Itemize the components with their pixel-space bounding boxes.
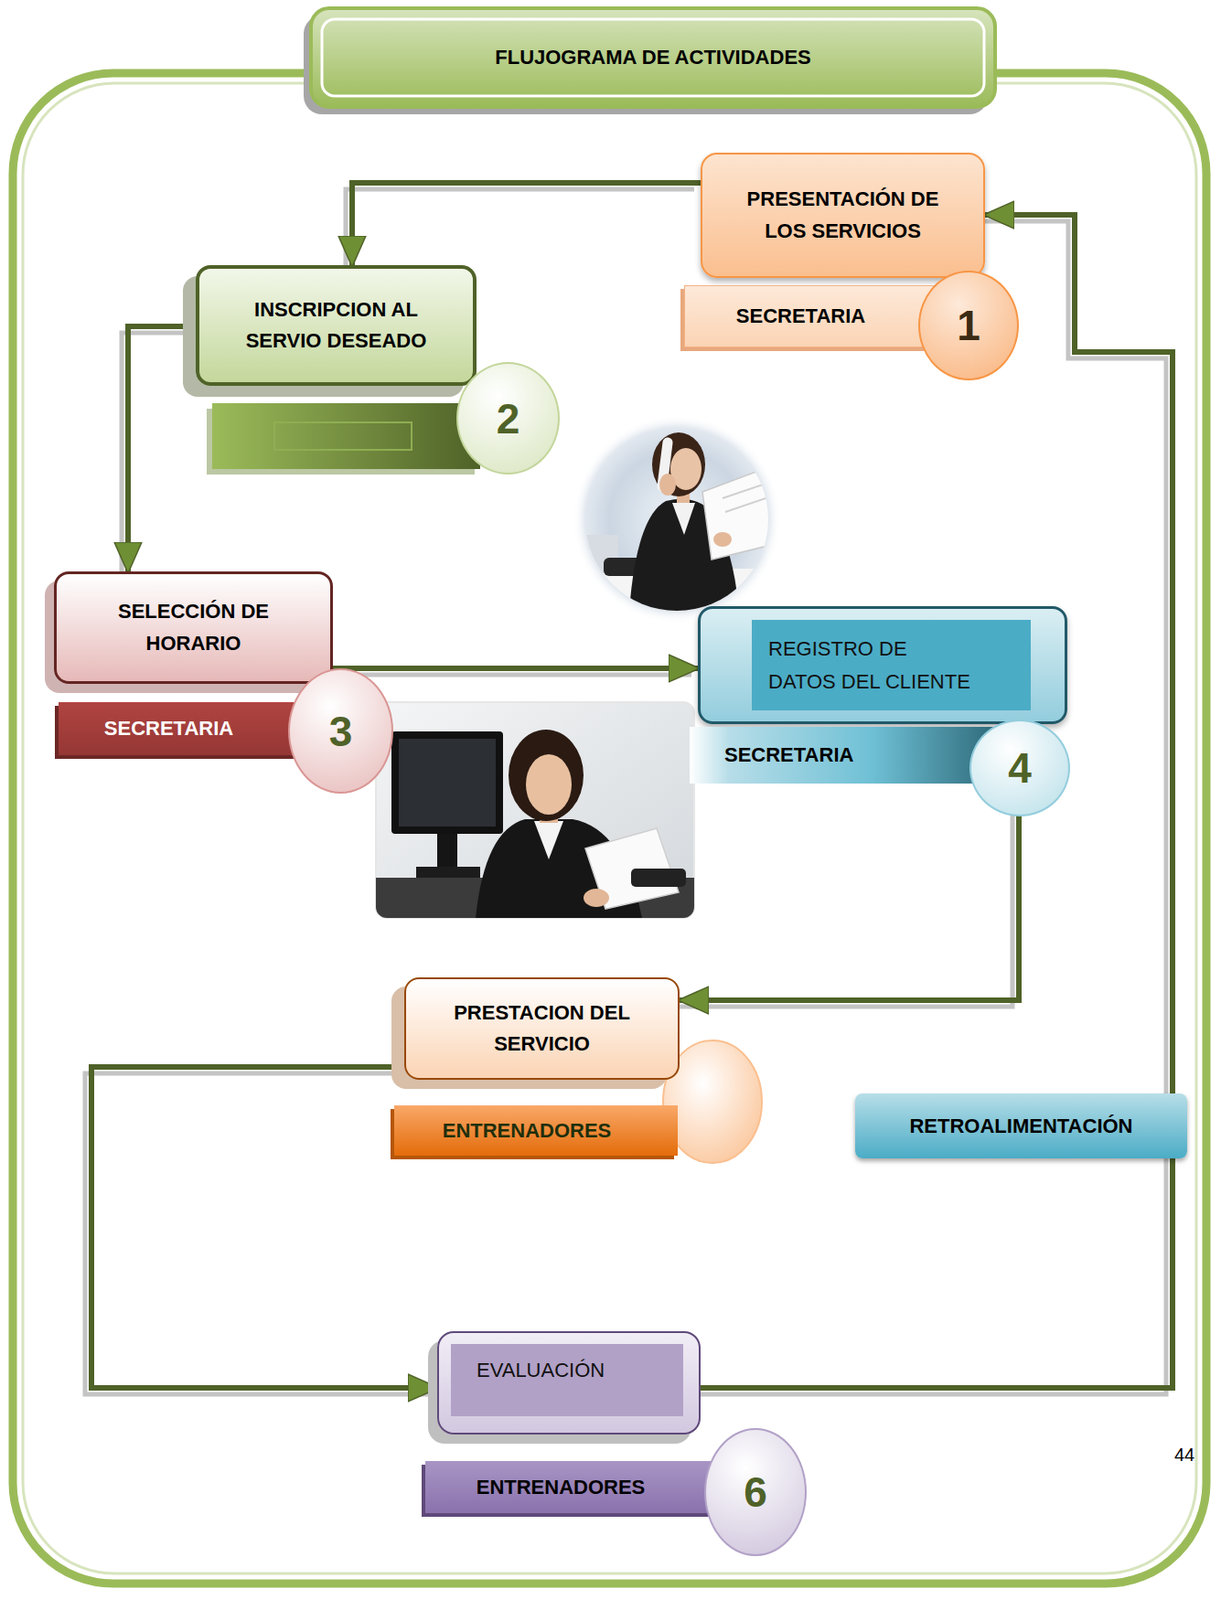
node-text: ENTRENADORES (442, 1119, 612, 1144)
role-band: ENTRENADORES (394, 1105, 678, 1157)
diagram-title: FLUJOGRAMA DE ACTIVIDADES (310, 8, 996, 108)
process-box: INSCRIPCION AL SERVIO DESEADO (195, 265, 477, 386)
node-text: 1 (956, 300, 981, 351)
node-text: PRESENTACIÓN DE LOS SERVICIOS (735, 183, 951, 247)
flow-arrow (352, 182, 701, 266)
node-text: SELECCIÓN DE HORARIO (78, 596, 309, 659)
node-text: ENTRENADORES (476, 1476, 646, 1500)
empty-band (212, 403, 481, 470)
flow-arrow (700, 214, 1173, 1389)
node-text: SECRETARIA (104, 717, 234, 741)
outer-frame (12, 73, 1207, 1585)
process-box: EVALUACIÓN (437, 1331, 701, 1436)
connector-shadow (121, 332, 190, 579)
outer-frame-inner (22, 83, 1197, 1575)
connector-shadow (326, 673, 692, 678)
step-number: 1 (918, 270, 1019, 381)
flow-arrow (91, 1067, 438, 1389)
node-text: REGISTRO DE DATOS DEL CLIENTE (751, 620, 1031, 710)
empty-band-detail (274, 422, 412, 450)
node-text: RETROALIMENTACIÓN (909, 1114, 1133, 1139)
role-band: SECRETARIA (58, 702, 307, 756)
step-number: 4 (969, 719, 1071, 817)
connector-shadow (345, 189, 695, 272)
flow-arrow (332, 665, 698, 672)
step-number: 2 (456, 362, 560, 475)
node-text: INSCRIPCION AL SERVIO DESEADO (221, 294, 451, 357)
step-number: 3 (288, 668, 394, 794)
page-number: 44 (1174, 1445, 1195, 1467)
process-box: PRESTACION DEL SERVICIO (404, 977, 680, 1081)
role-band: ENTRENADORES (425, 1461, 715, 1514)
node-text: EVALUACIÓN (450, 1344, 684, 1417)
desk-photo (375, 702, 695, 924)
node-text: SECRETARIA (724, 743, 854, 768)
feedback-label: RETROALIMENTACIÓN (855, 1093, 1188, 1159)
phone-photo (572, 415, 787, 624)
node-text: SECRETARIA (736, 304, 866, 329)
node-text: 4 (1007, 743, 1032, 793)
role-band: SECRETARIA (684, 285, 954, 348)
title-band (310, 8, 996, 108)
node-text: PRESTACION DEL SERVICIO (428, 997, 656, 1061)
process-box: PRESENTACIÓN DE LOS SERVICIOS (700, 152, 986, 279)
node-text: 2 (496, 394, 521, 444)
flow-arrow (128, 326, 196, 572)
connector-shadow (85, 1073, 431, 1395)
node-text: 3 (329, 706, 354, 757)
node-text: 6 (743, 1467, 768, 1518)
process-box: REGISTRO DE DATOS DEL CLIENTE (697, 606, 1068, 725)
connector-shadow (694, 221, 1167, 1395)
process-box: SELECCIÓN DE HORARIO (53, 571, 333, 685)
step-number: 6 (704, 1428, 807, 1557)
